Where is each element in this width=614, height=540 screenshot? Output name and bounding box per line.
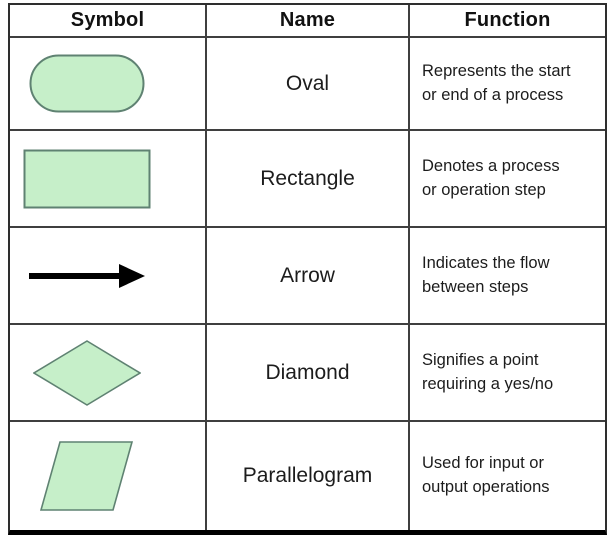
table-row-rectangle: Rectangle Denotes a process or operation… [10,131,605,228]
row-function: Signifies a point requiring a yes/no [422,350,554,393]
diamond-icon [32,339,141,406]
parallelogram-icon [40,441,133,511]
table-header-row: Symbol Name Function [10,5,605,38]
column-header-symbol: Symbol [10,5,207,36]
row-name: Arrow [207,228,410,323]
table-row-oval: Oval Represents the start or end of a pr… [10,38,605,131]
parallelogram-symbol-cell [10,422,207,530]
rectangle-symbol-cell [10,131,207,226]
flowchart-symbols-table: Symbol Name Function Oval Represents the… [8,3,607,535]
arrow-icon [28,263,145,288]
rectangle-icon [23,149,150,208]
column-header-name: Name [207,5,410,36]
row-name: Oval [207,38,410,129]
row-name: Diamond [207,325,410,420]
row-name: Rectangle [207,131,410,226]
arrow-symbol-cell [10,228,207,323]
oval-icon [29,54,144,113]
row-function: Denotes a process or operation step [422,156,560,199]
column-header-function: Function [464,9,551,31]
row-function: Used for input or output operations [422,454,550,496]
row-function: Indicates the flow between steps [422,253,550,296]
table-row-diamond: Diamond Signifies a point requiring a ye… [10,325,605,422]
diamond-symbol-cell [10,325,207,420]
row-name: Parallelogram [207,422,410,530]
table-row-arrow: Arrow Indicates the flow between steps [10,228,605,325]
table-row-parallelogram: Parallelogram Used for input or output o… [10,422,605,530]
oval-symbol-cell [10,38,207,129]
row-function: Represents the start or end of a process [422,61,571,104]
